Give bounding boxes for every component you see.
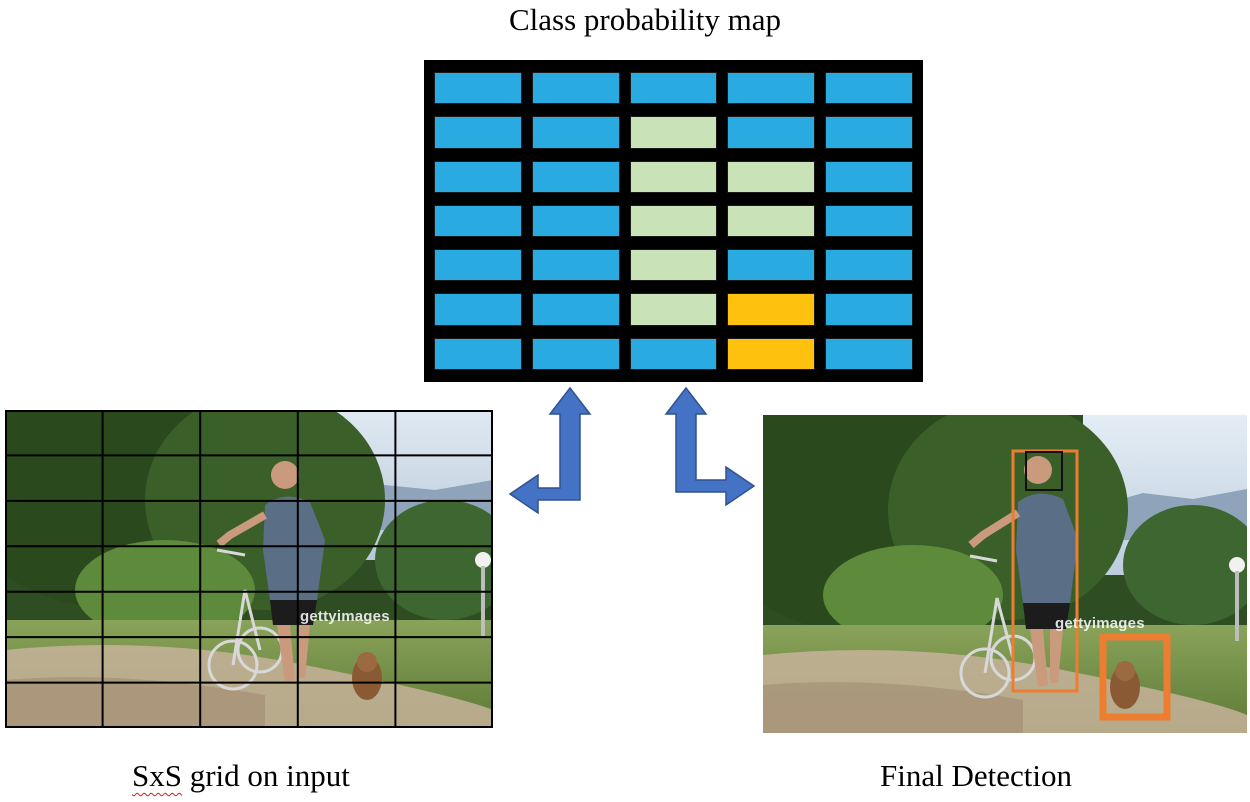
probability-cell <box>629 337 718 370</box>
diagram-title: Class probability map <box>508 2 782 37</box>
probability-cell <box>629 160 718 193</box>
probability-cell <box>531 116 620 149</box>
probability-cell <box>629 249 718 282</box>
input-grid-caption: SxS grid on input <box>132 758 350 794</box>
probability-cell <box>629 116 718 149</box>
probability-cell <box>629 293 718 326</box>
detection-image: gettyimages <box>763 415 1247 733</box>
probability-cell <box>825 160 913 193</box>
arrow-map-to-detection-icon <box>664 386 756 507</box>
detection-scene <box>763 415 1247 733</box>
probability-cell <box>727 204 816 238</box>
watermark: gettyimages <box>300 608 390 625</box>
flow-arrows <box>508 386 756 515</box>
probability-cell <box>531 160 620 193</box>
face-bounding-box <box>1025 451 1063 491</box>
probability-cell <box>434 249 522 282</box>
probability-cell <box>825 116 913 149</box>
caption-sxs: SxS <box>132 758 182 793</box>
dog-bounding-box <box>1099 633 1171 721</box>
probability-cell <box>434 293 522 326</box>
probability-cell <box>727 293 816 326</box>
probability-cell <box>434 116 522 149</box>
probability-cell <box>531 249 620 282</box>
input-image: gettyimages <box>5 410 493 728</box>
probability-cell <box>531 337 620 370</box>
probability-cell <box>434 160 522 193</box>
arrow-map-to-input-icon <box>508 386 592 515</box>
final-detection-caption: Final Detection <box>880 758 1072 793</box>
input-scene <box>5 410 493 728</box>
probability-cell <box>727 337 816 370</box>
probability-cell <box>727 72 816 105</box>
probability-cell <box>531 72 620 105</box>
sxs-grid-overlay <box>5 410 493 728</box>
caption-left-rest: grid on input <box>181 758 350 793</box>
probability-cell <box>629 72 718 105</box>
probability-cell <box>531 293 620 326</box>
class-probability-map <box>424 60 923 382</box>
probability-cell <box>825 249 913 282</box>
probability-cell <box>629 204 718 238</box>
probability-cell <box>434 337 522 370</box>
probability-cell <box>825 204 913 238</box>
probability-cell <box>434 72 522 105</box>
probability-cell <box>531 204 620 238</box>
watermark: gettyimages <box>1055 615 1145 632</box>
probability-cell <box>825 337 913 370</box>
probability-cell <box>825 293 913 326</box>
probability-cell <box>434 204 522 238</box>
probability-cell <box>727 160 816 193</box>
probability-cell <box>825 72 913 105</box>
probability-cell <box>727 116 816 149</box>
probability-cell <box>727 249 816 282</box>
